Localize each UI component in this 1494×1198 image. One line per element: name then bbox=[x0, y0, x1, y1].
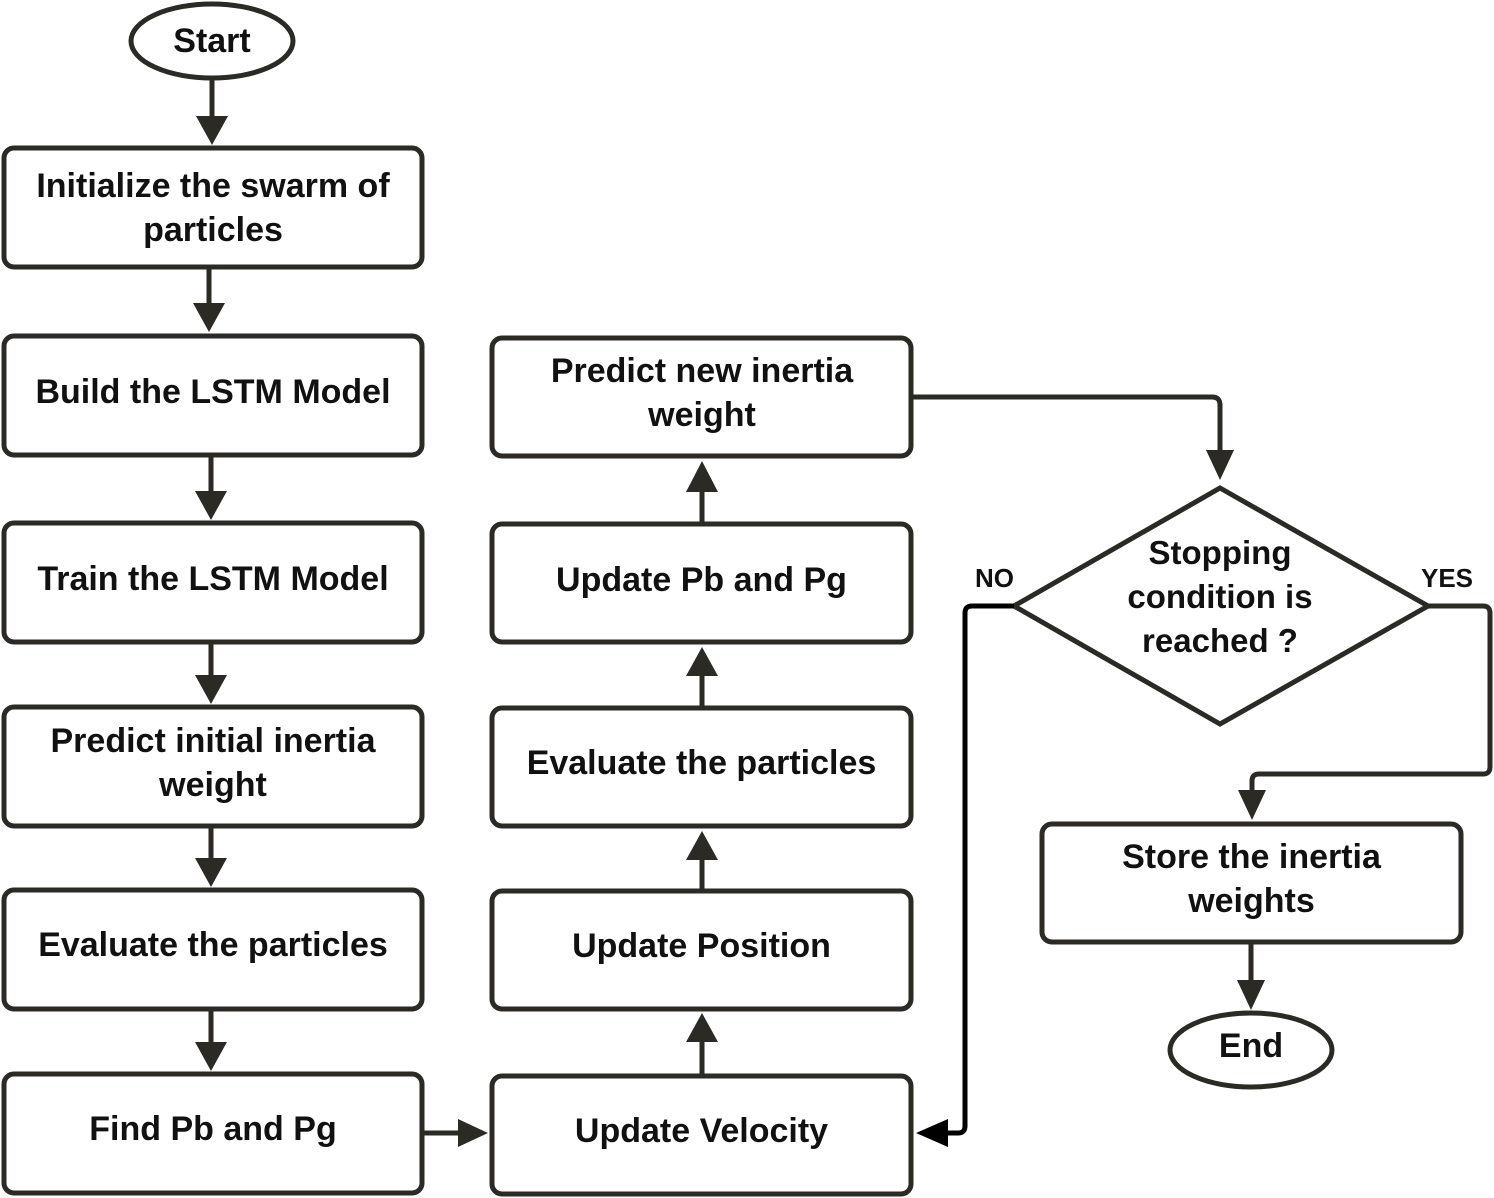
update-velocity-box bbox=[489, 1073, 914, 1197]
store-weights-box bbox=[1039, 821, 1464, 945]
train-lstm-box bbox=[1, 520, 425, 645]
evaluate-2-box bbox=[489, 705, 914, 829]
yes-label: YES bbox=[1421, 563, 1474, 593]
init-swarm-label: Initialize the swarm of particles bbox=[36, 166, 390, 249]
build-lstm-label: Build the LSTM Model bbox=[35, 373, 391, 411]
evaluate-1-box bbox=[1, 887, 425, 1012]
arrowhead bbox=[195, 675, 227, 704]
arrowhead bbox=[195, 491, 227, 520]
arrowhead bbox=[686, 1013, 718, 1042]
arrowhead bbox=[686, 461, 718, 492]
end-label: End bbox=[1218, 1027, 1284, 1065]
arrowhead bbox=[1238, 790, 1266, 820]
update-velocity-label: Update Velocity bbox=[574, 1112, 829, 1150]
find-pb-pg-box bbox=[1, 1071, 425, 1196]
arrow-yes-branch bbox=[1249, 603, 1493, 792]
arrowhead bbox=[195, 858, 227, 887]
update-pb-pg-box bbox=[489, 521, 914, 645]
arrowhead bbox=[195, 1042, 227, 1071]
predict-initial-label: Predict initial inertia weight bbox=[50, 722, 376, 804]
arrowhead bbox=[193, 303, 225, 332]
update-pb-pg-label: Update Pb and Pg bbox=[556, 561, 847, 599]
arrowhead bbox=[458, 1119, 488, 1147]
predict-new-label: Predict new inertia weight bbox=[550, 352, 854, 434]
predict-initial-box bbox=[1, 704, 425, 829]
train-lstm-label: Train the LSTM Model bbox=[37, 560, 389, 598]
update-position-label: Update Position bbox=[572, 927, 831, 965]
update-position-box bbox=[489, 888, 914, 1012]
arrow-predict-new-decision bbox=[913, 394, 1223, 452]
evaluate-1-label: Evaluate the particles bbox=[38, 926, 388, 964]
arrowhead bbox=[196, 116, 228, 145]
predict-new-box bbox=[489, 335, 914, 459]
arrowhead bbox=[916, 1119, 948, 1147]
stopping-label: Stopping condition is reached ? bbox=[1127, 534, 1313, 659]
start-label: Start bbox=[173, 22, 251, 60]
find-pb-pg-label: Find Pb and Pg bbox=[89, 1110, 337, 1148]
init-swarm-box bbox=[1, 145, 425, 270]
arrowhead bbox=[686, 831, 718, 860]
no-label: NO bbox=[975, 563, 1014, 593]
arrowhead bbox=[1206, 450, 1234, 480]
arrow-no-branch bbox=[945, 603, 1014, 1136]
start-terminal bbox=[128, 1, 296, 81]
stopping-decision bbox=[1008, 485, 1434, 727]
arrowhead bbox=[686, 647, 718, 676]
store-weights-label: Store the inertia weights bbox=[1122, 838, 1381, 920]
evaluate-2-label: Evaluate the particles bbox=[526, 744, 877, 782]
end-terminal bbox=[1167, 1010, 1335, 1090]
build-lstm-box bbox=[1, 333, 425, 458]
arrowhead bbox=[1237, 980, 1265, 1010]
